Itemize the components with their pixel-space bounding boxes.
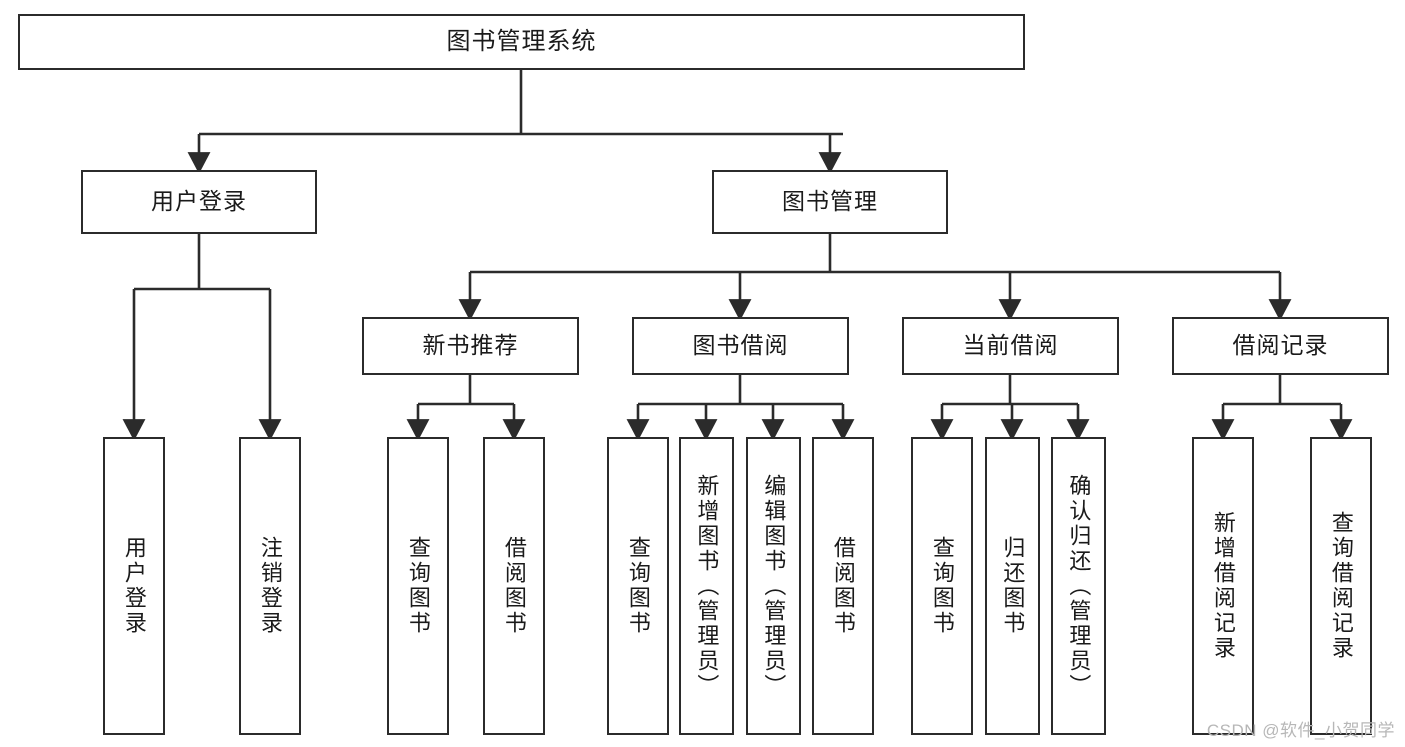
- node-leaf-borrow-borrow-book-label: 借阅图书: [830, 536, 856, 636]
- node-leaf-rec-query-record-label: 查询借阅记录: [1328, 511, 1354, 661]
- node-leaf-rec-add-record-label: 新增借阅记录: [1210, 511, 1236, 661]
- node-leaf-rec-query-record[interactable]: 查询借阅记录: [1310, 437, 1372, 735]
- node-current-borrow-label: 当前借阅: [962, 332, 1059, 359]
- node-leaf-rec-borrow-book-label: 借阅图书: [501, 536, 527, 636]
- node-root[interactable]: 图书管理系统: [18, 14, 1025, 70]
- node-leaf-rec-borrow-book[interactable]: 借阅图书: [483, 437, 545, 735]
- node-leaf-borrow-edit-book[interactable]: 编辑图书（管理员）: [746, 437, 801, 735]
- node-book-borrow[interactable]: 图书借阅: [632, 317, 849, 375]
- node-leaf-user-logout-label: 注销登录: [257, 536, 283, 636]
- node-leaf-cur-return-book-label: 归还图书: [1000, 536, 1026, 636]
- node-user-login[interactable]: 用户登录: [81, 170, 317, 234]
- node-leaf-rec-query-book-label: 查询图书: [405, 536, 431, 636]
- node-borrow-record-label: 借阅记录: [1232, 332, 1329, 359]
- node-leaf-cur-query-book-label: 查询图书: [929, 536, 955, 636]
- node-leaf-cur-confirm-return-label: 确认归还（管理员）: [1066, 473, 1092, 699]
- node-book-manage-label: 图书管理: [782, 188, 878, 215]
- node-leaf-user-login[interactable]: 用户登录: [103, 437, 165, 735]
- node-new-book-rec-label: 新书推荐: [422, 332, 519, 359]
- node-leaf-cur-confirm-return[interactable]: 确认归还（管理员）: [1051, 437, 1106, 735]
- node-leaf-borrow-edit-book-label: 编辑图书（管理员）: [761, 473, 787, 699]
- node-book-manage[interactable]: 图书管理: [712, 170, 948, 234]
- watermark: CSDN @软件_小贺同学: [1206, 721, 1395, 740]
- node-book-borrow-label: 图书借阅: [692, 332, 789, 359]
- node-leaf-borrow-query-book-label: 查询图书: [625, 536, 651, 636]
- node-current-borrow[interactable]: 当前借阅: [902, 317, 1119, 375]
- node-leaf-rec-add-record[interactable]: 新增借阅记录: [1192, 437, 1254, 735]
- node-leaf-borrow-add-book[interactable]: 新增图书（管理员）: [679, 437, 734, 735]
- node-borrow-record[interactable]: 借阅记录: [1172, 317, 1389, 375]
- node-new-book-rec[interactable]: 新书推荐: [362, 317, 579, 375]
- node-leaf-borrow-query-book[interactable]: 查询图书: [607, 437, 669, 735]
- node-leaf-borrow-borrow-book[interactable]: 借阅图书: [812, 437, 874, 735]
- node-leaf-cur-query-book[interactable]: 查询图书: [911, 437, 973, 735]
- node-leaf-rec-query-book[interactable]: 查询图书: [387, 437, 449, 735]
- node-root-label: 图书管理系统: [446, 27, 597, 55]
- node-leaf-borrow-add-book-label: 新增图书（管理员）: [694, 473, 720, 699]
- node-leaf-cur-return-book[interactable]: 归还图书: [985, 437, 1040, 735]
- node-leaf-user-logout[interactable]: 注销登录: [239, 437, 301, 735]
- node-leaf-user-login-label: 用户登录: [121, 536, 147, 636]
- node-user-login-label: 用户登录: [151, 188, 247, 215]
